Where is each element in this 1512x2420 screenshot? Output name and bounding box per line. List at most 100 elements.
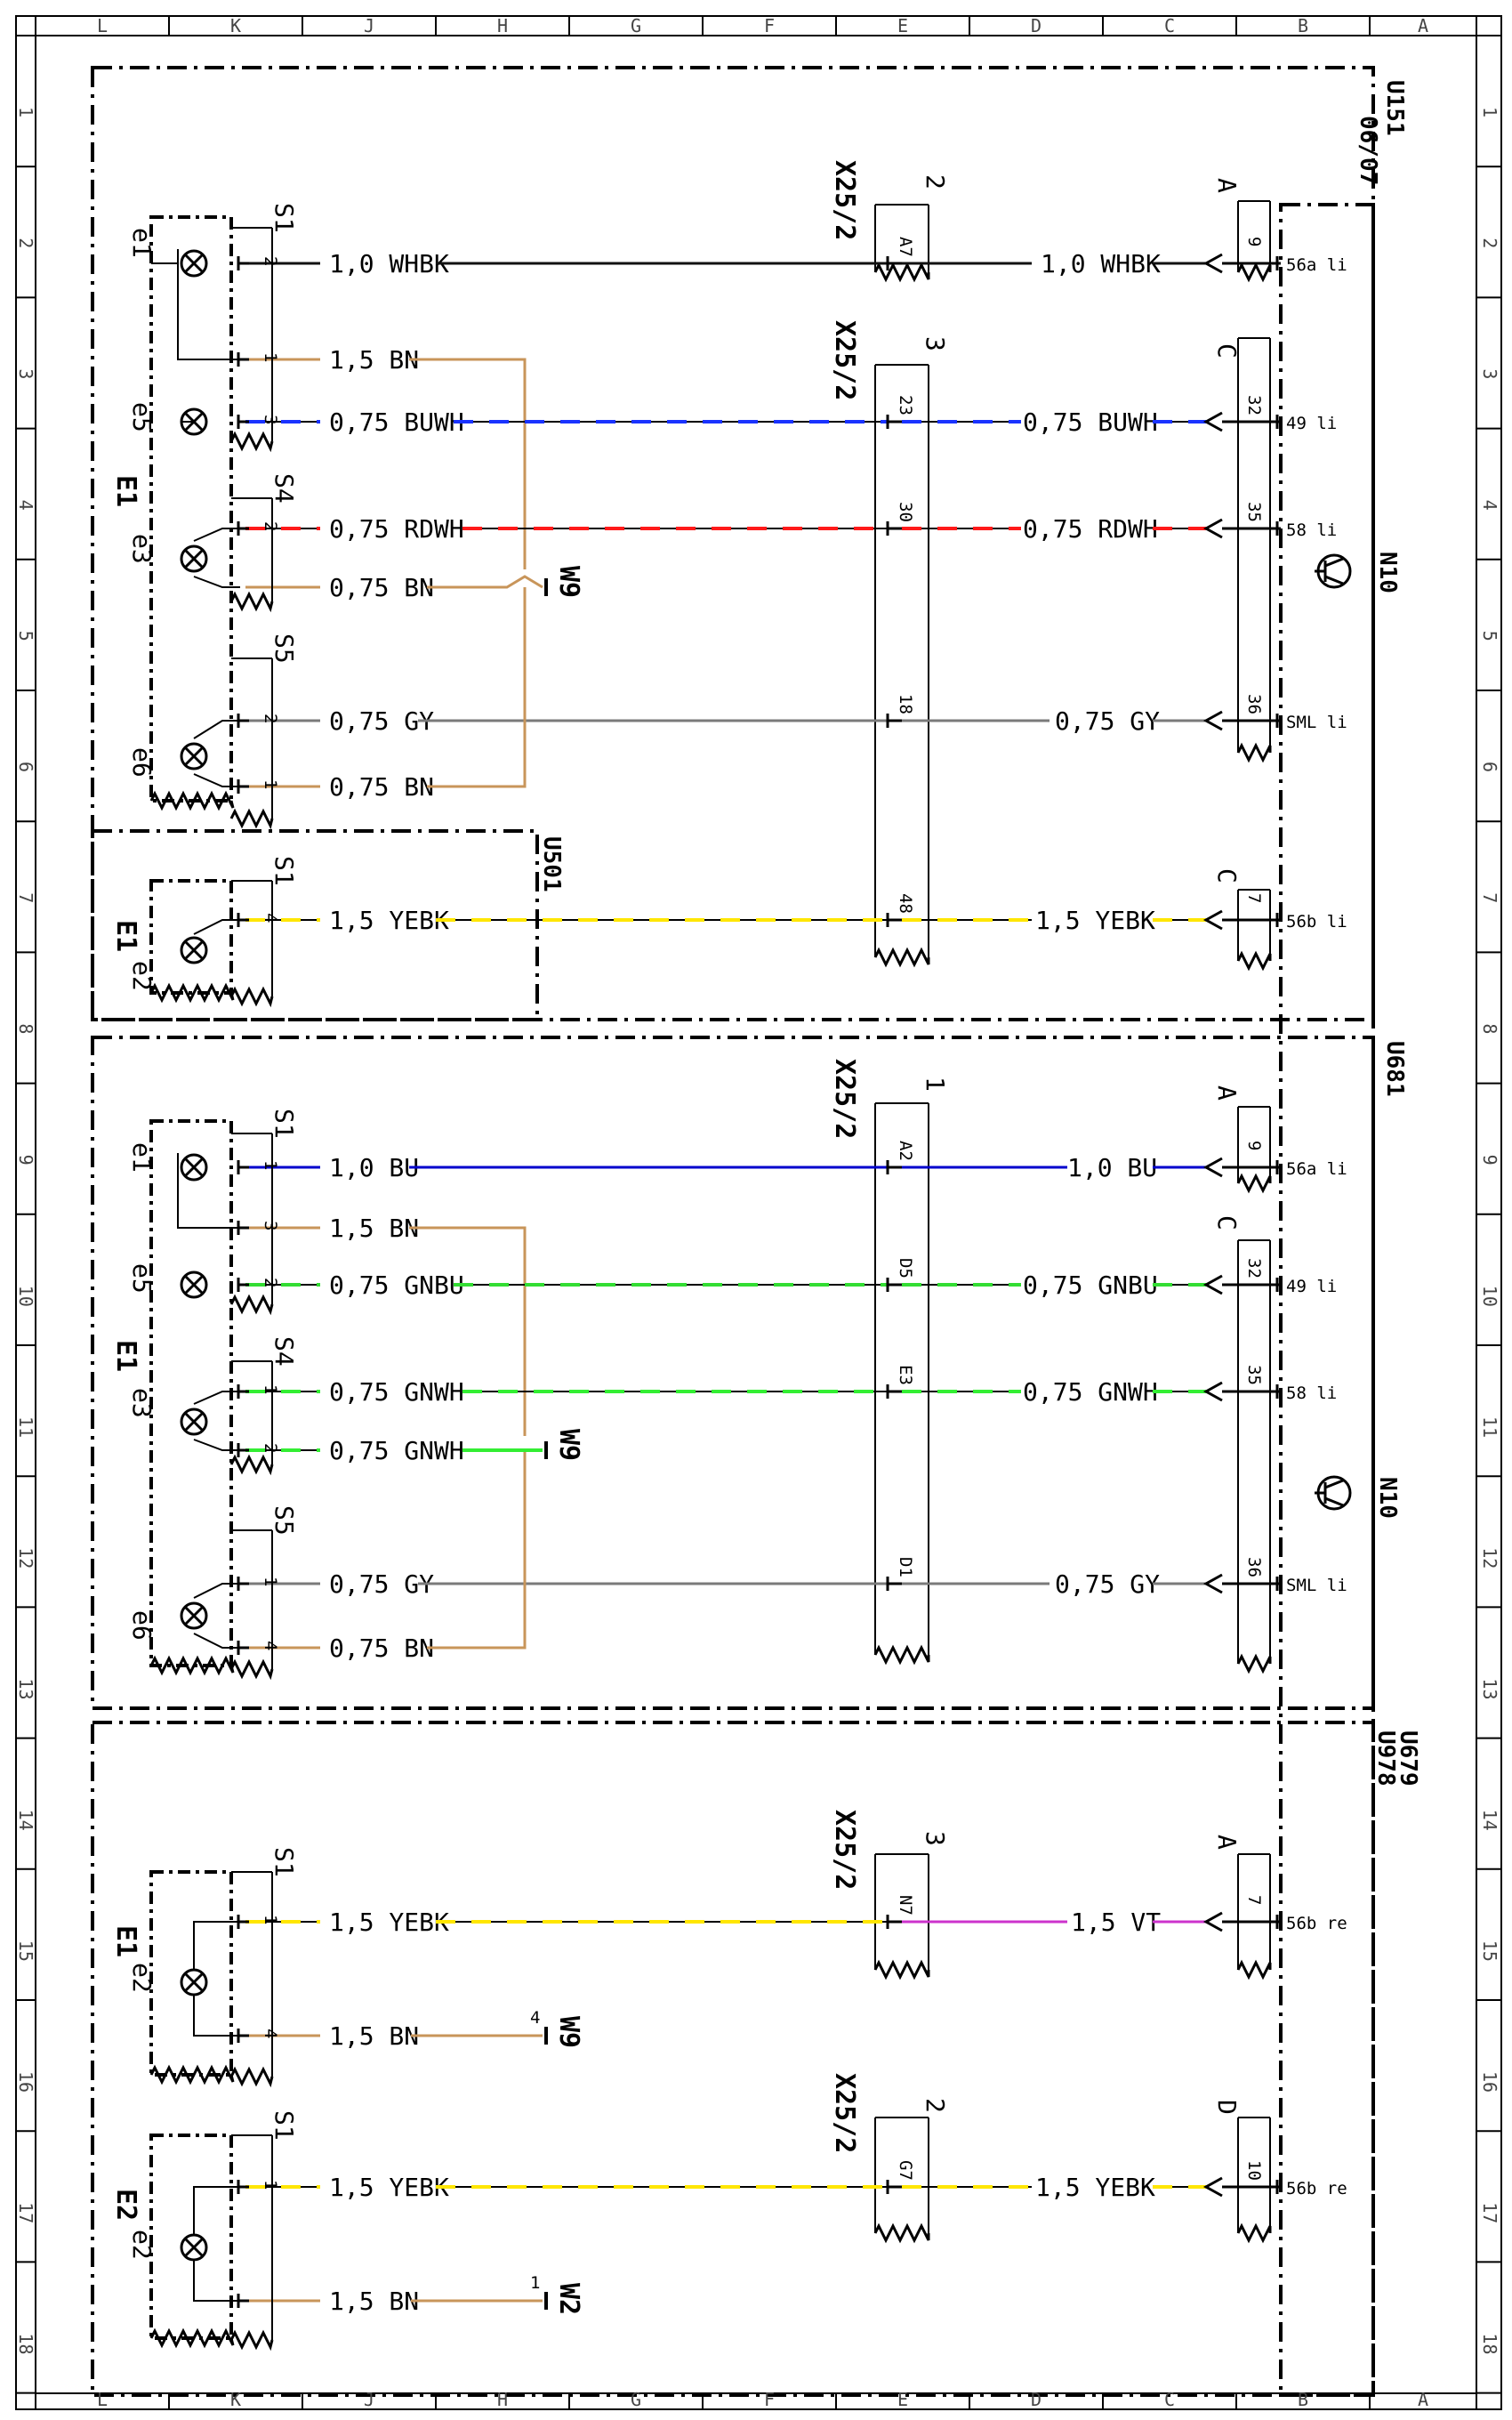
row-label-left: 18: [15, 2333, 36, 2354]
x25-pin-number: G7: [896, 2160, 915, 2181]
switch-bar-end: [229, 808, 274, 830]
n10-pin-number: 36: [1244, 694, 1264, 714]
wire-label: 1,5 YEBK: [1035, 2173, 1155, 2202]
n10-pin-number: 9: [1244, 1141, 1264, 1150]
row-label-right: 10: [1479, 1286, 1500, 1307]
wire-label: 0,75 GY: [1055, 706, 1160, 736]
switch-pin-number: 2: [261, 1278, 280, 1287]
lamp-e2-label: e2: [127, 961, 157, 991]
zone-u501-text: U501: [538, 836, 565, 892]
switch-pin-number: 1: [261, 1160, 280, 1170]
n10-bar-end: [1236, 742, 1272, 763]
wire-bn-route: [409, 1226, 527, 1436]
x25-connector-header: 3: [921, 336, 950, 351]
x25-connector-header: 2: [921, 2098, 950, 2113]
switch-label: S5: [269, 1505, 299, 1536]
n10-text-bottom: N10: [1374, 1477, 1401, 1519]
n10-connector-header: D: [1212, 2100, 1242, 2115]
n10-pin-number: 7: [1244, 1895, 1264, 1905]
lamp-wire: [193, 1995, 240, 2037]
x25-bar-end: [873, 2222, 930, 2244]
x25-pin-number: 23: [896, 395, 915, 415]
switch-label: S1: [269, 203, 299, 233]
switch-bar-end: [229, 1658, 274, 1681]
x25-connector-header: 1: [921, 1077, 950, 1092]
lamp-e1-label: e1: [127, 1142, 157, 1173]
switch-bar-end: [229, 986, 274, 1008]
row-label-left: 13: [15, 1678, 36, 1699]
row-label-right: 15: [1479, 1940, 1500, 1962]
n10-connector-header: C: [1212, 1215, 1242, 1230]
lamp-group-ground: [149, 982, 235, 1004]
row-label-right: 14: [1479, 1810, 1500, 1831]
row-grid: [16, 35, 1501, 2394]
n10-arrow: [1202, 1381, 1223, 1402]
x25-pin-number: D5: [896, 1258, 915, 1279]
lamp-e1-label: e1: [127, 228, 157, 258]
wire-label: 0,75 BUWH: [329, 407, 464, 437]
zone-u681-label: U681: [1381, 1041, 1408, 1097]
wire-label: 0,75 BUWH: [1023, 407, 1158, 437]
n10-arrow: [1202, 1274, 1223, 1295]
row-label-right: 8: [1479, 1023, 1500, 1034]
column-label-bottom: L: [97, 2389, 108, 2410]
component-E1-text: E1: [110, 1925, 141, 1957]
row-label-right: 13: [1479, 1678, 1500, 1699]
lamp-wire: [193, 1391, 240, 1405]
e1-label: E1: [110, 1340, 141, 1372]
x25-connector-header: 2: [921, 174, 950, 190]
switch-label: S1: [269, 2110, 299, 2141]
column-label-top: L: [97, 15, 108, 36]
w9-label: W9: [553, 1429, 584, 1461]
row-label-right: 5: [1479, 631, 1500, 641]
zone-u501-label: U501: [538, 836, 565, 892]
row-label-right: 3: [1479, 368, 1500, 379]
column-label-top: A: [1418, 15, 1428, 36]
wire-label: 1,5 BN: [329, 345, 419, 375]
lamp-e3-label: e3: [127, 534, 157, 564]
n10-arrow: [1202, 710, 1223, 731]
component-E1-text: E1: [110, 1340, 141, 1372]
zone-u151-box: [91, 66, 1375, 1021]
column-label-bottom: E: [897, 2389, 908, 2410]
w9-label-text: W9: [553, 2016, 584, 2048]
transistor-icon: [1315, 1475, 1352, 1511]
wire-label: 0,75 GNWH: [329, 1436, 464, 1465]
switch-label: S1: [269, 856, 299, 886]
n10-arrow: [1202, 1157, 1223, 1178]
n10-arrow: [1202, 411, 1223, 432]
row-label-left: 10: [15, 1286, 36, 1307]
column-label-top: D: [1031, 15, 1042, 36]
n10-signal-label: 49 li: [1286, 1277, 1337, 1296]
n10-pin-number: 35: [1244, 502, 1264, 522]
zone-u151-text: U151: [1381, 80, 1408, 136]
w2-label: W2: [553, 2283, 584, 2315]
switch-pin-number: 1: [261, 352, 280, 362]
lamp-wire: [177, 1153, 240, 1229]
wire-bn-route: [409, 358, 527, 569]
column-label-top: J: [364, 15, 374, 36]
switch-bar-end: [229, 1454, 274, 1476]
row-label-right: 7: [1479, 892, 1500, 903]
lamp-e5-label: e5: [127, 1263, 157, 1294]
x25-connector-label: X25/2: [829, 1059, 860, 1139]
lamp-wire: [193, 1921, 240, 1970]
wire-label: 1,0 WHBK: [329, 249, 449, 278]
row-label-left: 2: [15, 238, 36, 248]
switch-bar-end: [229, 591, 274, 613]
switch-pin-number: 1: [261, 1915, 280, 1924]
zone-u681-text: U681: [1381, 1041, 1408, 1097]
row-label-right: 9: [1479, 1155, 1500, 1166]
x25-connector-label: X25/2: [829, 1810, 860, 1890]
switch-pin-number: 2: [261, 714, 280, 723]
lamp-group-box: [149, 879, 233, 995]
switch-pin-number: 2: [261, 256, 280, 266]
x25-pin-number: A2: [896, 1141, 915, 1161]
n10-signal-label: 56b li: [1286, 912, 1347, 932]
wire-label: 0,75 RDWH: [329, 514, 464, 544]
lamp-wire: [193, 1633, 240, 1649]
switch-pin-number: 2: [261, 1443, 280, 1453]
wire-label: 1,5 BN: [329, 2021, 419, 2051]
lamp-icon-x2: [183, 1605, 205, 1626]
